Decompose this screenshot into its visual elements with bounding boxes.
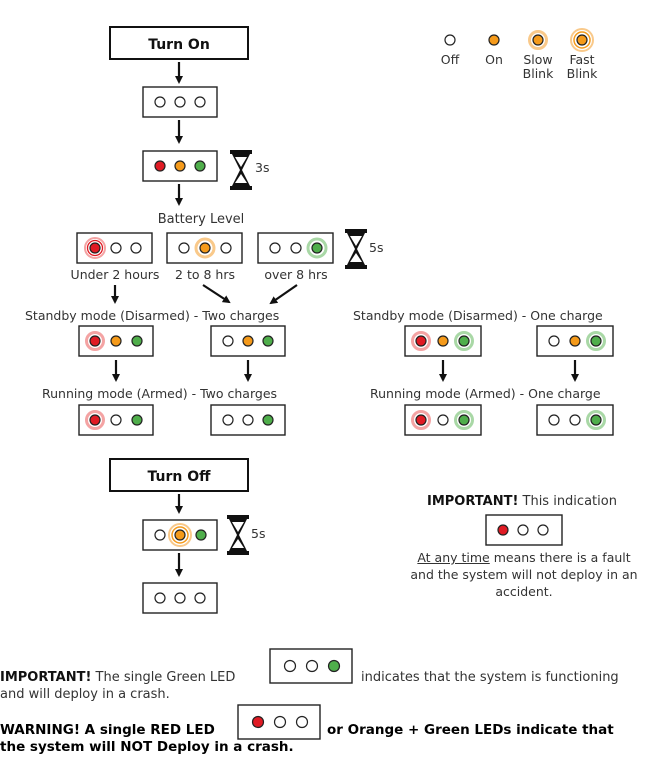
important-box-title: IMPORTANT! This indication: [427, 494, 617, 509]
2-to-8h-label: 2 to 8 hrs: [175, 267, 235, 282]
legend-off-dot: [444, 34, 456, 46]
led-panel-fault: [485, 514, 563, 546]
hourglass-icon: [345, 229, 367, 269]
running-one-charge-label: Running mode (Armed) - One charge: [370, 386, 601, 401]
timer-3s: 3s: [255, 160, 269, 175]
over-8h-label: over 8 hrs: [264, 267, 327, 282]
warning-line-2: the system will NOT Deploy in a crash.: [0, 739, 294, 755]
legend-on-label: On: [485, 52, 503, 67]
fault-note: At any time means there is a fault and t…: [409, 549, 639, 600]
warning-line-1-left: WARNING! A single RED LED: [0, 722, 215, 738]
legend-fast-dot-ring: [573, 31, 591, 49]
led-panel-battery-over-8h: [257, 232, 334, 264]
led-panel-standby-two-ok: [210, 325, 286, 357]
timer-5s: 5s: [369, 240, 383, 255]
turn-on-label: Turn On: [148, 37, 210, 53]
led-panel-standby-one-low: [404, 325, 482, 357]
led-panel-standby-one-ok: [536, 325, 614, 357]
led-panel-green-only: [269, 648, 353, 684]
led-panel-shutdown-off: [142, 582, 218, 614]
arrow-diagonal-icon: [269, 284, 298, 305]
legend-fast-label-2: Blink: [567, 66, 598, 81]
legend-slow-dot-ring: [528, 30, 548, 50]
turn-off-box: [109, 458, 249, 492]
at-any-time-text: At any time: [417, 550, 490, 565]
important-line-2: and will deploy in a crash.: [0, 687, 170, 702]
turn-off-label: Turn Off: [148, 469, 212, 485]
legend-fast-dot-ring2: [570, 28, 594, 52]
under-2h-label: Under 2 hours: [71, 267, 160, 282]
running-two-charges-label: Running mode (Armed) - Two charges: [42, 386, 277, 401]
standby-two-charges-label: Standby mode (Disarmed) - Two charges: [25, 308, 279, 323]
led-panel-running-one-low: [404, 404, 482, 436]
important-line-1-right: indicates that the system is functioning: [361, 670, 619, 685]
hourglass-icon: [230, 150, 252, 190]
led-panel-red-only: [237, 704, 321, 740]
led-panel-startup-test: [142, 150, 218, 182]
warning-line-1-right: or Orange + Green LEDs indicate that: [327, 722, 614, 738]
important-line-1-left: IMPORTANT! The single Green LED: [0, 669, 235, 686]
fault-note-text: means there is a fault and the system wi…: [410, 550, 638, 599]
legend-slow-label-1: Slow: [523, 52, 552, 67]
led-panel-startup-off: [142, 86, 218, 118]
legend-slow-label-2: Blink: [523, 66, 554, 81]
important-part1: The single Green LED: [91, 670, 236, 685]
legend: Off On Slow Blink Fast Blink: [441, 28, 598, 81]
timer-5s-off: 5s: [251, 526, 265, 541]
arrow-diagonal-icon: [202, 284, 231, 304]
legend-on-dot: [488, 34, 500, 46]
led-panel-standby-two-low: [78, 325, 154, 357]
turn-on-box: [109, 26, 249, 60]
legend-off-label: Off: [441, 52, 460, 67]
battery-level-label: Battery Level: [158, 212, 245, 227]
standby-one-charge-label: Standby mode (Disarmed) - One charge: [353, 308, 603, 323]
important-bold: IMPORTANT!: [0, 670, 92, 685]
led-panel-running-two-low: [78, 404, 154, 436]
led-panel-running-one-ok: [536, 404, 614, 436]
legend-fast-dot: [576, 34, 588, 46]
led-panel-running-two-ok: [210, 404, 286, 436]
led-panel-shutdown: [142, 519, 218, 551]
legend-slow-dot: [532, 34, 544, 46]
legend-fast-label-1: Fast: [569, 52, 594, 67]
hourglass-icon: [227, 515, 249, 555]
led-panel-battery-2-to-8h: [166, 232, 243, 264]
led-panel-battery-under-2h: [76, 232, 153, 264]
